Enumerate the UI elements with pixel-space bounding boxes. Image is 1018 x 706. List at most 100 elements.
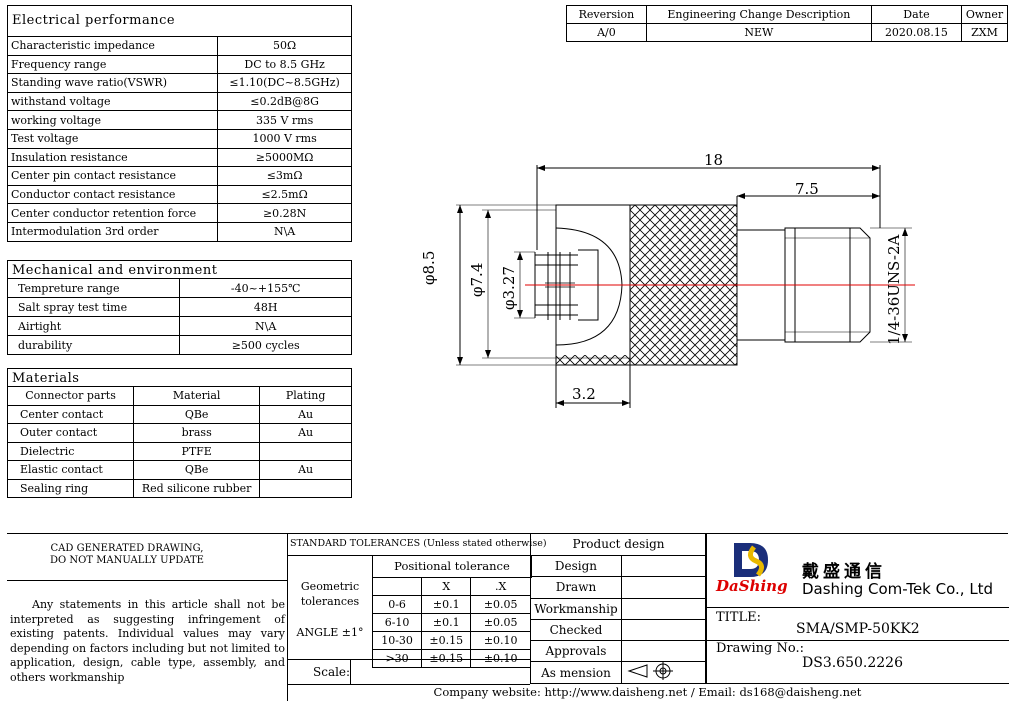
electrical-section: Electrical performance: [7, 5, 352, 37]
electrical-row: Standing wave ratio(VSWR)≤1.10(DC~8.5GHz…: [6, 73, 352, 93]
footer: Company website: http://www.daisheng.net…: [433, 685, 862, 699]
tol-row: 6-10±0.1±0.05: [371, 613, 531, 632]
materials-header: Material: [133, 386, 261, 406]
role-value: [620, 640, 708, 663]
plating: Au: [259, 460, 352, 480]
revision-cell: A/0: [566, 23, 647, 42]
title-value: SMA/SMP-50KK2: [796, 621, 920, 637]
role-row: Drawn: [530, 576, 708, 599]
role-label: Drawn: [530, 576, 622, 599]
revision-header: Engineering Change Description: [645, 5, 872, 24]
param-value: 48H: [179, 297, 352, 317]
tol-range: 10-30: [371, 631, 423, 650]
mechanical-title: Mechanical and environment: [12, 263, 218, 278]
param-value: DC to 8.5 GHz: [217, 54, 352, 75]
mechanical-row: Tempreture range-40~+155℃: [6, 278, 352, 298]
param-name: Salt spray test time: [6, 297, 181, 317]
disclaimer: Any statements in this article shall not…: [10, 598, 285, 684]
cad-line-1: CAD GENERATED DRAWING,: [50, 543, 204, 554]
tol-dx: ±0.05: [470, 613, 531, 632]
param-value: N\A: [179, 316, 352, 336]
param-name: Conductor contact resistance: [6, 184, 219, 205]
revision-cell: NEW: [645, 23, 872, 42]
part-name: Elastic contact: [6, 460, 135, 480]
cad-notice: CAD GENERATED DRAWING, DO NOT MANUALLY U…: [7, 533, 288, 581]
tol-dx-header: .X: [470, 577, 531, 596]
param-value: ≥500 cycles: [179, 335, 352, 355]
param-value: N\A: [217, 221, 352, 242]
param-name: Frequency range: [6, 54, 219, 75]
tol-dx: ±0.10: [470, 649, 531, 668]
tol-dx: ±0.05: [470, 595, 531, 614]
dim-overall-length: 18: [704, 151, 724, 169]
mechanical-section: Mechanical and environment: [7, 260, 352, 279]
tol-x: ±0.15: [421, 631, 472, 650]
tol-row: >30±0.15±0.10: [371, 649, 531, 668]
role-value: [620, 576, 708, 599]
revision-cell: ZXM: [961, 23, 1008, 42]
param-name: Center pin contact resistance: [6, 166, 219, 186]
electrical-row: withstand voltage≤0.2dB@8G: [6, 91, 352, 112]
material: Red silicone rubber: [133, 478, 261, 498]
tol-range: 6-10: [371, 613, 423, 632]
mechanical-row: durability≥500 cycles: [6, 335, 352, 355]
connector-drawing: [456, 165, 915, 408]
dim-flange: 3.2: [572, 385, 596, 403]
part-name: Sealing ring: [6, 478, 135, 498]
role-value: [620, 661, 708, 685]
angle-label: ANGLE ±1°: [296, 626, 364, 639]
param-value: ≤1.10(DC~8.5GHz): [217, 73, 352, 93]
param-value: 335 V rms: [217, 110, 352, 130]
dim-dia-85: φ8.5: [420, 250, 438, 285]
drawing-no-value: DS3.650.2226: [802, 655, 903, 671]
param-name: Center conductor retention force: [6, 203, 219, 223]
role-value: [620, 618, 708, 642]
tol-range-header: [371, 577, 423, 596]
param-name: Intermodulation 3rd order: [6, 221, 219, 242]
role-label: Design: [530, 554, 622, 578]
materials-header: Plating: [259, 386, 352, 406]
param-value: ≤2.5mΩ: [217, 184, 352, 205]
tol-range: >30: [371, 649, 423, 668]
role-row: Design: [530, 554, 708, 578]
revision-cell: 2020.08.15: [870, 23, 963, 42]
scale-label: Scale:: [313, 665, 351, 679]
company-logo-icon: [734, 543, 768, 577]
revision-header: Date: [870, 5, 963, 24]
revision-header: Reversion: [566, 5, 647, 24]
part-name: Outer contact: [6, 423, 135, 443]
tolerances-label: tolerances: [300, 595, 360, 608]
param-value: ≥5000MΩ: [217, 147, 352, 168]
disclaimer-frame: [7, 580, 288, 684]
param-value: ≥0.28N: [217, 203, 352, 223]
param-value: ≤3mΩ: [217, 166, 352, 186]
param-name: Tempreture range: [6, 278, 181, 298]
material: brass: [133, 423, 261, 443]
positional-label: Positional tolerance: [394, 559, 510, 573]
positional-tol: Positional tolerance: [372, 555, 532, 578]
tol-x: ±0.1: [421, 613, 472, 632]
plating: [259, 478, 352, 498]
tol-x: ±0.15: [421, 649, 472, 668]
role-label: Workmanship: [530, 597, 622, 620]
param-value: ≤0.2dB@8G: [217, 91, 352, 112]
title-label: TITLE:: [716, 610, 761, 625]
plating: Au: [259, 423, 352, 443]
product-design-label: Product design: [572, 537, 665, 551]
electrical-row: Center conductor retention force≥0.28N: [6, 203, 352, 223]
std-tol-label: STANDARD TOLERANCES (Unless stated other…: [290, 538, 547, 549]
